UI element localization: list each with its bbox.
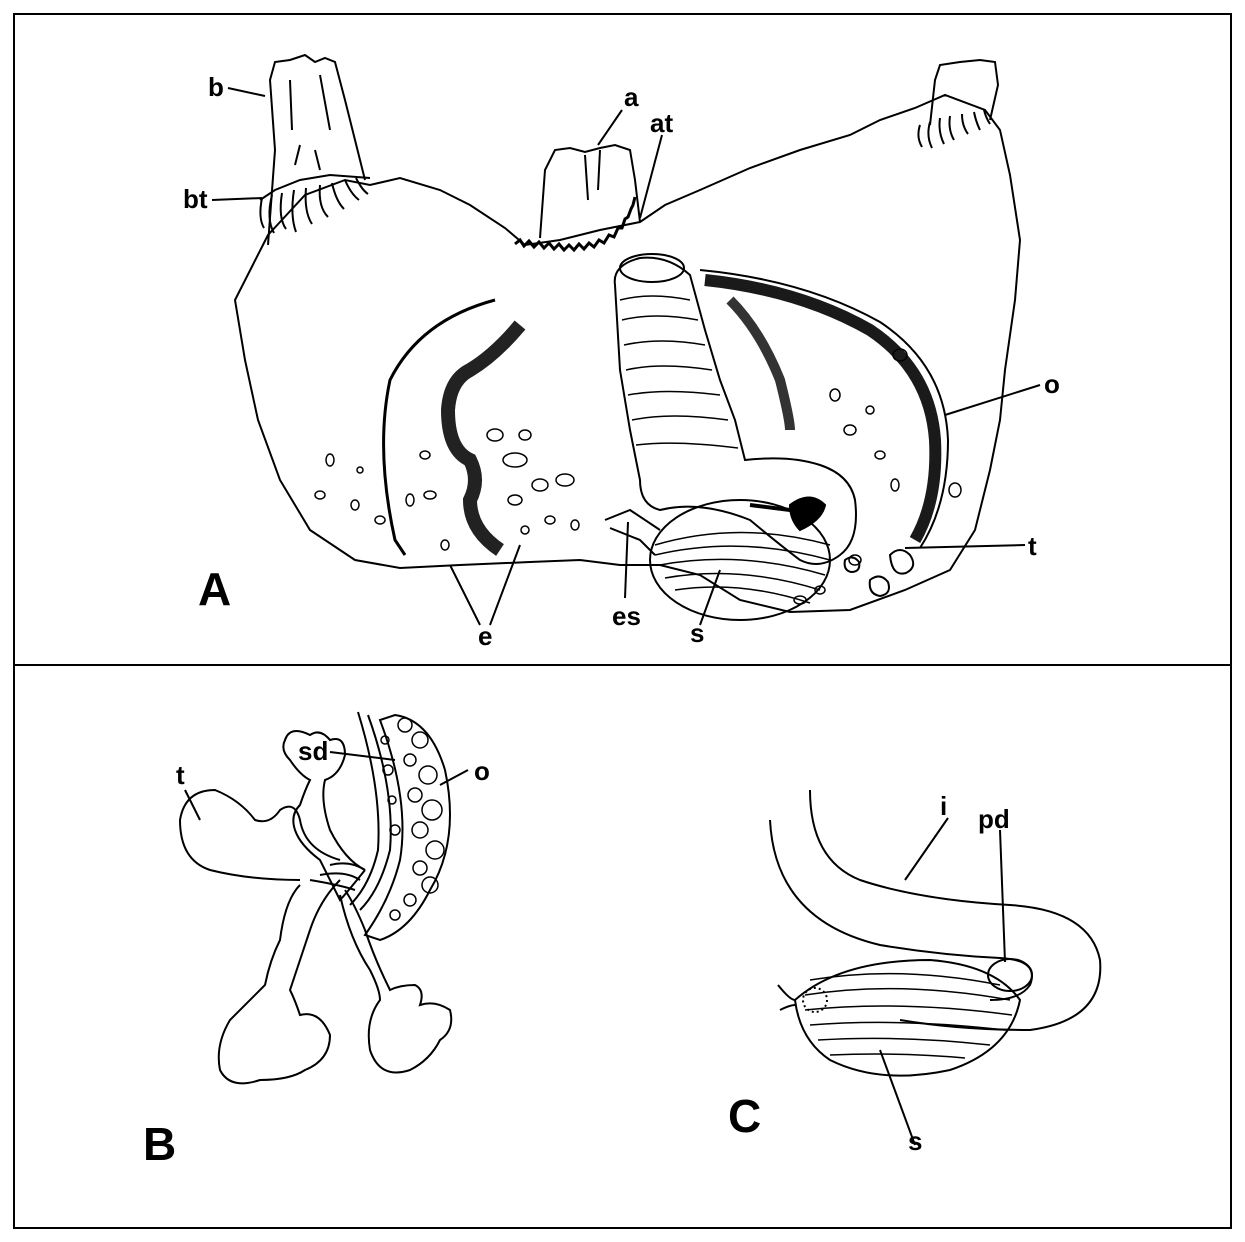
panel-a xyxy=(212,55,1040,625)
collecting-ducts xyxy=(310,863,365,890)
label-s: s xyxy=(690,618,704,648)
testis-lobe-3 xyxy=(219,880,340,1083)
intestine-rings xyxy=(620,296,738,448)
branchial-siphon-inner xyxy=(290,75,330,170)
leader-sd xyxy=(330,752,395,760)
branchial-siphon xyxy=(268,55,365,245)
esophagus-c xyxy=(778,985,795,1010)
leader-bt xyxy=(212,198,262,200)
panel-label-c: C xyxy=(728,1090,761,1142)
testis-blobs xyxy=(845,550,914,596)
panel-b xyxy=(180,712,468,1083)
leader-e xyxy=(450,545,520,625)
panel-c xyxy=(770,790,1100,1145)
right-siphon-tentacles xyxy=(918,110,990,148)
gonad-left-dark xyxy=(448,325,520,550)
panel-label-a: A xyxy=(198,563,231,615)
label-bt: bt xyxy=(183,184,208,214)
leader-i xyxy=(905,818,948,880)
leader-pd xyxy=(1000,830,1005,962)
intestine-outer xyxy=(810,790,1100,1030)
label-es: es xyxy=(612,601,641,631)
leader-o xyxy=(945,385,1040,415)
atrial-siphon-inner xyxy=(585,150,600,200)
label-e: e xyxy=(478,621,492,651)
label-sd: sd xyxy=(298,736,328,766)
stomach-c-striations xyxy=(805,974,1012,1058)
leader-at xyxy=(640,135,662,218)
dark-mark-tail xyxy=(750,505,790,510)
label-b: b xyxy=(208,72,224,102)
leader-b xyxy=(228,88,265,96)
pyloric-diverticulum xyxy=(988,959,1032,991)
atrial-tentacle-ring xyxy=(515,197,635,250)
branchial-tentacles xyxy=(260,175,370,233)
testis-lobe-1 xyxy=(180,790,340,880)
leader-t-b xyxy=(185,790,200,820)
leader-a xyxy=(598,110,622,145)
label-i: i xyxy=(940,791,947,821)
label-s-c: s xyxy=(908,1126,922,1156)
testis-lobe-4 xyxy=(340,890,451,1073)
label-t: t xyxy=(1028,531,1037,561)
label-t-b: t xyxy=(176,760,185,790)
leader-o-b xyxy=(440,770,468,785)
panel-label-b: B xyxy=(143,1118,176,1170)
stomach-striations xyxy=(655,533,830,604)
label-o: o xyxy=(1044,369,1060,399)
label-pd: pd xyxy=(978,804,1010,834)
oviduct-loop xyxy=(730,300,790,430)
label-at: at xyxy=(650,108,673,138)
label-o-b: o xyxy=(474,756,490,786)
dark-mark xyxy=(790,498,825,531)
label-a: a xyxy=(624,82,639,112)
